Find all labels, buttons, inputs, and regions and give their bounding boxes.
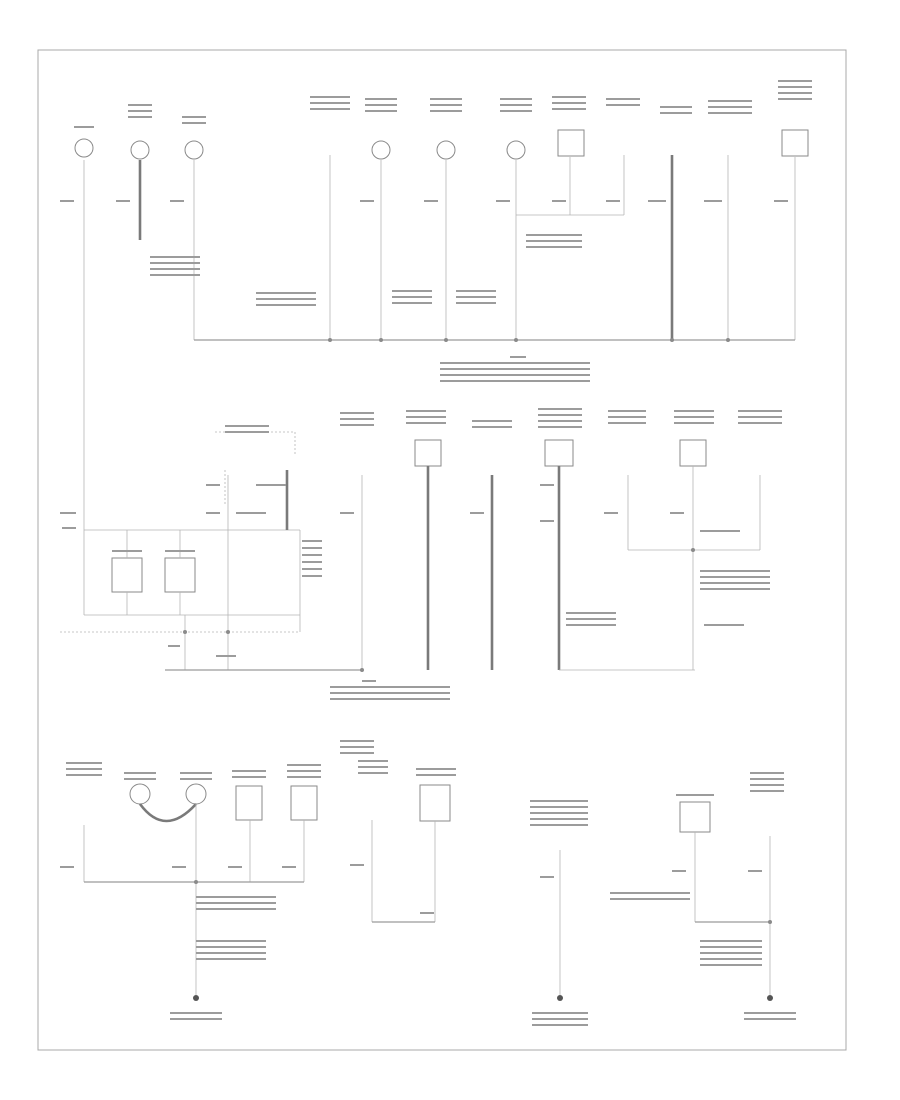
mid-module-a	[111, 557, 143, 593]
bottom-module-3	[419, 784, 451, 822]
top-lamp-4	[371, 140, 391, 160]
bottom-section	[60, 740, 796, 1026]
mid-connector-2	[544, 439, 574, 467]
bottom-module-4	[679, 801, 711, 833]
top-lamp-6	[506, 140, 526, 160]
top-lamp-3	[184, 140, 204, 160]
bottom-label-marks	[60, 740, 796, 1026]
top-section	[60, 80, 812, 505]
top-lamp-5	[436, 140, 456, 160]
top-module-1	[557, 129, 585, 157]
top-module-2	[781, 129, 809, 157]
bottom-module-1	[235, 785, 263, 821]
top-label-marks	[60, 80, 812, 382]
diagram-frame	[37, 49, 847, 1051]
bottom-lamp-2	[185, 783, 207, 805]
bottom-module-2	[290, 785, 318, 821]
top-lamp-1	[74, 138, 94, 158]
top-lamp-2	[130, 140, 150, 160]
bottom-lamp-1	[129, 783, 151, 805]
mid-module-b	[164, 557, 196, 593]
ground-point-right	[767, 995, 773, 1001]
middle-section	[60, 408, 782, 700]
mid-connector-1	[414, 439, 442, 467]
ground-point-center	[557, 995, 563, 1001]
ground-point-left	[193, 995, 199, 1001]
middle-label-marks	[60, 408, 782, 700]
mid-connector-3	[679, 439, 707, 467]
